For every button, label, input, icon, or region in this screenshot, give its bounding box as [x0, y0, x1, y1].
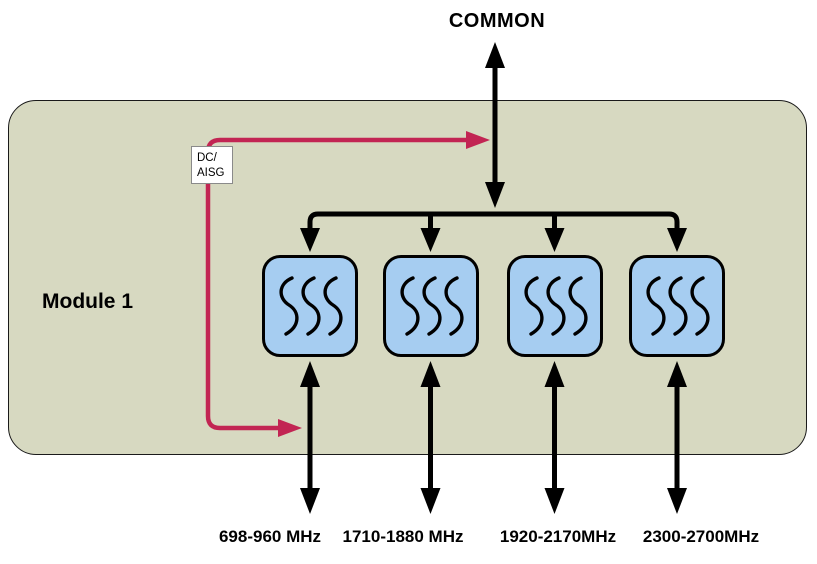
- port-arrow-2: [420, 361, 441, 514]
- common-port-label: COMMON: [448, 10, 546, 32]
- common-arrow: [485, 42, 505, 208]
- dc-aisg-line: [205, 131, 490, 437]
- dc-aisg-label-line1: DC/: [197, 152, 217, 164]
- filter-input-arrow-1: [300, 228, 320, 252]
- filter-block-2: [383, 255, 479, 357]
- filter-block-1: [262, 255, 358, 357]
- filter-block-4: [629, 255, 725, 357]
- port-label-2300-2700: 2300-2700MHz: [642, 527, 760, 546]
- port-arrow-4: [667, 361, 687, 514]
- filter-input-arrow-4: [667, 228, 687, 252]
- filter-symbol-icon: [279, 276, 343, 336]
- dc-aisg-label-line2: AISG: [197, 166, 225, 179]
- filter-block-3: [507, 255, 603, 357]
- filter-symbol-icon: [524, 276, 588, 336]
- port-arrow-3: [544, 361, 565, 514]
- dc-aisg-label: DC/ AISG: [191, 146, 233, 184]
- filter-input-arrow-3: [544, 228, 565, 252]
- filter-symbol-icon: [400, 276, 464, 336]
- port-label-1710-1880: 1710-1880 MHz: [342, 527, 464, 546]
- port-arrow-1: [300, 361, 320, 514]
- splitter-line: [307, 211, 680, 233]
- module-label: Module 1: [42, 290, 134, 313]
- port-label-1920-2170: 1920-2170MHz: [499, 527, 617, 546]
- port-label-698-960: 698-960 MHz: [218, 527, 322, 546]
- filter-input-arrow-2: [420, 228, 441, 252]
- filter-symbol-icon: [646, 276, 710, 336]
